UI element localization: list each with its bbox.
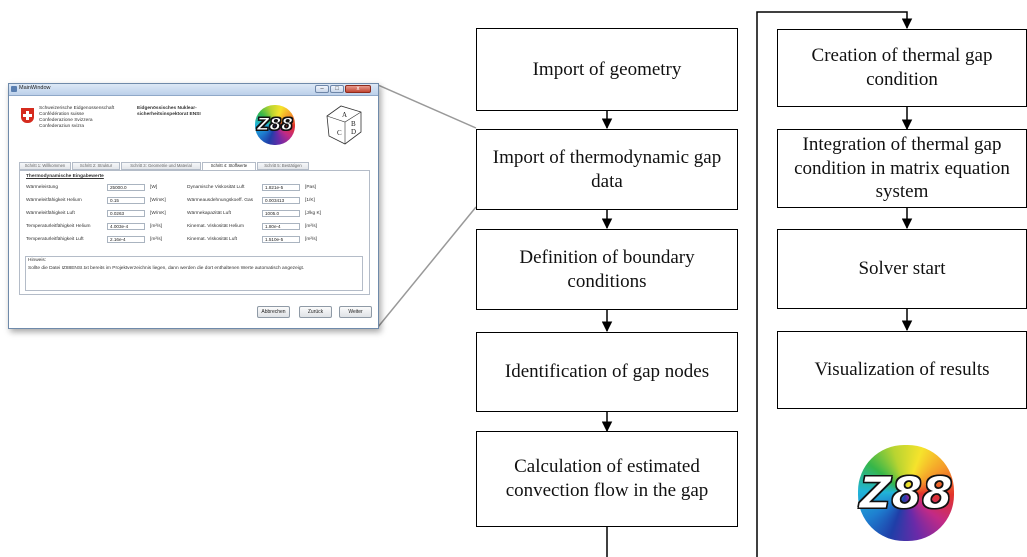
back-button[interactable]: Zurück: [299, 306, 332, 318]
input-field[interactable]: 1005.0: [262, 210, 300, 217]
field-unit: [m²/s]: [305, 224, 317, 229]
field-label: Kinemat. Viskosität Helium: [187, 224, 244, 229]
input-field[interactable]: 1.821e-5: [262, 184, 300, 191]
connector-up: [756, 11, 913, 557]
org-line-4: Confederaziun svizra: [39, 124, 85, 129]
field-label: Wärmeleitfähigkeit Luft: [26, 211, 75, 216]
field-label: Wärmeleitfähigkeit Helium: [26, 198, 82, 203]
field-label: Wärmeleistung: [26, 185, 58, 190]
cube-letter-c: C: [337, 129, 342, 137]
flow-step-3: Definition of boundary conditions: [476, 229, 738, 310]
field-unit: [W/mK]: [150, 211, 166, 216]
flow-step-2: Import of thermodynamic gap data: [476, 129, 738, 210]
field-unit: [W/mK]: [150, 198, 166, 203]
flow-step-7: Integration of thermal gap condition in …: [777, 129, 1027, 208]
org-line-2: Confédération suisse: [39, 112, 85, 117]
flow-step-4: Identification of gap nodes: [476, 332, 738, 412]
cancel-button[interactable]: Abbrechen: [257, 306, 290, 318]
callout-line-bottom: [377, 206, 477, 328]
small-z88-logo-icon: Z88: [255, 105, 295, 145]
flow-step-1: Import of geometry: [476, 28, 738, 111]
field-label: Temperaturleitfähigkeit Luft: [26, 237, 84, 242]
window-title: MainWindow: [19, 85, 51, 91]
flow-step-5: Calculation of estimated convection flow…: [476, 431, 738, 527]
tab-step-1[interactable]: Schritt 1: Willkommen: [19, 162, 71, 170]
tab-step-3[interactable]: Schritt 3: Geometrie und Material: [121, 162, 201, 170]
input-field[interactable]: 1.80e-4: [262, 223, 300, 230]
z88-logo-text: Z88: [859, 467, 953, 519]
field-unit: [J/kg K]: [305, 211, 321, 216]
input-field[interactable]: 0.0263: [107, 210, 145, 217]
input-field[interactable]: 0.15: [107, 197, 145, 204]
field-unit: [W]: [150, 185, 158, 190]
ensi-line-2: sicherheitsinspektorat ENSI: [137, 112, 201, 117]
tab-step-5[interactable]: Schritt 5: Bestätigen: [257, 162, 309, 170]
window-titlebar: MainWindow – □ x: [9, 84, 378, 96]
field-unit: [m²/s]: [150, 224, 162, 229]
field-unit: [Pas]: [305, 185, 316, 190]
org-line-1: Schweizerische Eidgenossenschaft: [39, 106, 115, 111]
field-label: Temperaturleitfähigkeit Helium: [26, 224, 91, 229]
small-z88-logo-text: Z88: [257, 115, 294, 136]
swiss-flag-icon: [21, 108, 34, 123]
flow-step-9: Visualization of results: [777, 331, 1027, 409]
field-label: Wärmeausdehnungskoeff. Gas: [187, 198, 254, 203]
cube-letter-d: D: [351, 128, 356, 136]
input-field[interactable]: 1.510e-5: [262, 236, 300, 243]
next-button[interactable]: Weiter: [339, 306, 372, 318]
tab-step-2[interactable]: Schritt 2: Struktur: [72, 162, 120, 170]
cube-letter-b: B: [351, 120, 356, 128]
ensi-line-1: Eidgenössisches Nuklear-: [137, 106, 197, 111]
flow-step-8: Solver start: [777, 229, 1027, 309]
note-label: Hinweis:: [28, 258, 47, 263]
field-unit: [m²/s]: [150, 237, 162, 242]
input-field[interactable]: 0.003413: [262, 197, 300, 204]
field-unit: [m²/s]: [305, 237, 317, 242]
main-window: MainWindow – □ x Schweizerische Eidgenos…: [8, 83, 379, 329]
field-label: Dynamische Viskosität Luft: [187, 185, 245, 190]
app-icon: [11, 86, 17, 92]
input-field[interactable]: 4.003e-4: [107, 223, 145, 230]
input-field[interactable]: 25000.0: [107, 184, 145, 191]
note-text: Sollte die Datei IZ88ENSI.txt bereits im…: [28, 266, 305, 271]
org-line-3: Confederazione Svizzera: [39, 118, 93, 123]
note-box: [25, 256, 363, 291]
z88-logo-icon: Z88: [858, 445, 954, 541]
flow-step-6: Creation of thermal gap condition: [777, 29, 1027, 107]
minimize-button[interactable]: –: [315, 85, 329, 93]
field-unit: [1/K]: [305, 198, 315, 203]
section-title: Thermodynamische Eingabewerte: [26, 174, 104, 179]
callout-line-top: [377, 84, 477, 129]
input-field[interactable]: 2.16e-4: [107, 236, 145, 243]
field-label: Kinemat. Viskosität Luft: [187, 237, 238, 242]
close-button[interactable]: x: [345, 85, 371, 93]
cube-letter-a: A: [342, 111, 347, 119]
field-label: Wärmekapazität Luft: [187, 211, 231, 216]
cube-diagram-icon: A B C D: [326, 105, 362, 145]
maximize-button[interactable]: □: [330, 85, 344, 93]
